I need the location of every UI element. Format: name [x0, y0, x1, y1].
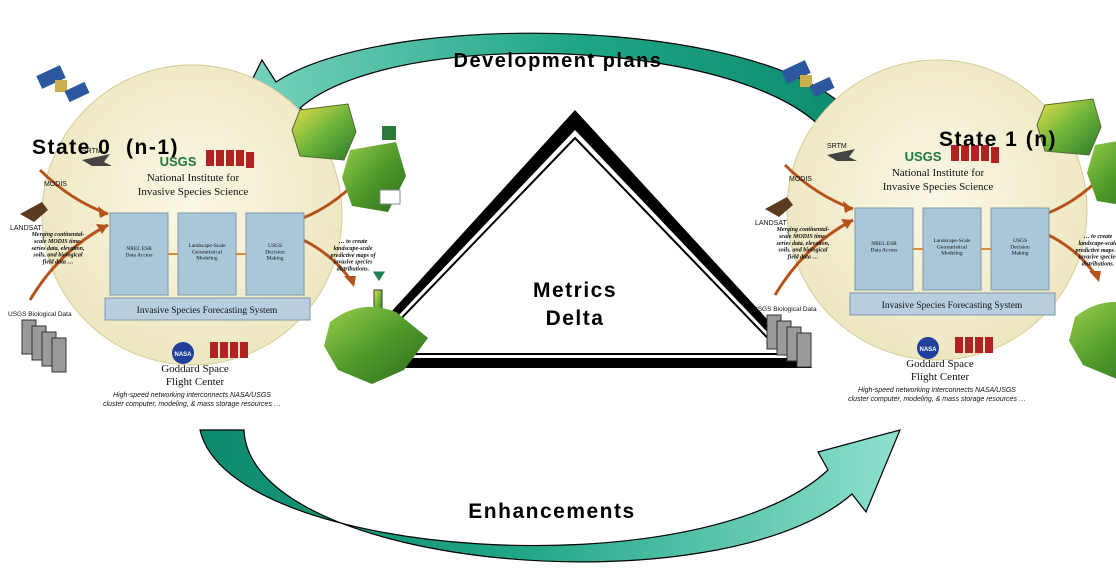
state0-caption-line1: High-speed networking interconnects NASA… — [113, 392, 271, 399]
state1-goddard-line1: Goddard Space — [906, 358, 974, 370]
state0-nasa-logo-text: NASA — [174, 352, 192, 358]
state0-srtm-label: SRTM — [82, 148, 102, 155]
state0-title: State 0 (n-1) — [32, 136, 179, 159]
state0-institute-line2: Invasive Species Science — [138, 186, 249, 198]
state1-system-band-label: Invasive Species Forecasting System — [882, 301, 1023, 311]
state1-srtm-label: SRTM — [827, 143, 847, 150]
state0-panel — [18, 63, 430, 386]
enhancements-arrow — [199, 429, 902, 563]
state0-system-band-label: Invasive Species Forecasting System — [137, 306, 278, 316]
state1-caption-line1: High-speed networking interconnects NASA… — [858, 387, 1016, 394]
delta-label: Delta — [546, 307, 605, 330]
state1-caption-line2: cluster computer, modeling, & mass stora… — [848, 396, 1026, 403]
state0-caption-line2: cluster computer, modeling, & mass stora… — [103, 401, 281, 408]
state1-landsat-label: LANDSAT — [755, 220, 787, 227]
state0-usgs-logo-text: USGS — [160, 154, 197, 169]
state0-landsat-label: LANDSAT — [10, 225, 42, 232]
state0-institute-line1: National Institute for — [147, 172, 240, 184]
development-plans-label: Development plans — [454, 50, 663, 72]
state0-panel-texts: SRTM MODIS LANDSAT USGS Biological Data USGS… — [8, 148, 376, 408]
state1-usgs-logo-text: USGS — [905, 149, 942, 164]
state1-institute-line1: National Institute for — [892, 167, 985, 179]
state0-goddard-line1: Goddard Space — [161, 363, 229, 375]
metrics-label: Metrics — [533, 279, 617, 302]
state1-usgs-bio-label: USGS Biological Data — [753, 306, 817, 313]
state0-left-note: Merging continental-scale MODIS time-ser… — [31, 232, 85, 266]
state1-panel-texts: SRTM MODIS LANDSAT USGS Biological Data USGS… — [753, 143, 1116, 403]
state1-title: State 1 (n) — [939, 128, 1057, 151]
state0-usgs-bio-label: USGS Biological Data — [8, 311, 72, 318]
state1-nasa-logo-text: NASA — [919, 347, 937, 353]
state1-institute-line2: Invasive Species Science — [883, 181, 994, 193]
state0-goddard-line2: Flight Center — [166, 376, 225, 388]
state0-modis-label: MODIS — [44, 181, 67, 188]
enhancements-label: Enhancements — [468, 500, 635, 523]
state1-left-note: Merging continental-scale MODIS time-ser… — [776, 227, 830, 261]
development-plans-arrow — [220, 32, 869, 157]
state1-goddard-line2: Flight Center — [911, 371, 970, 383]
state1-modis-label: MODIS — [789, 176, 812, 183]
